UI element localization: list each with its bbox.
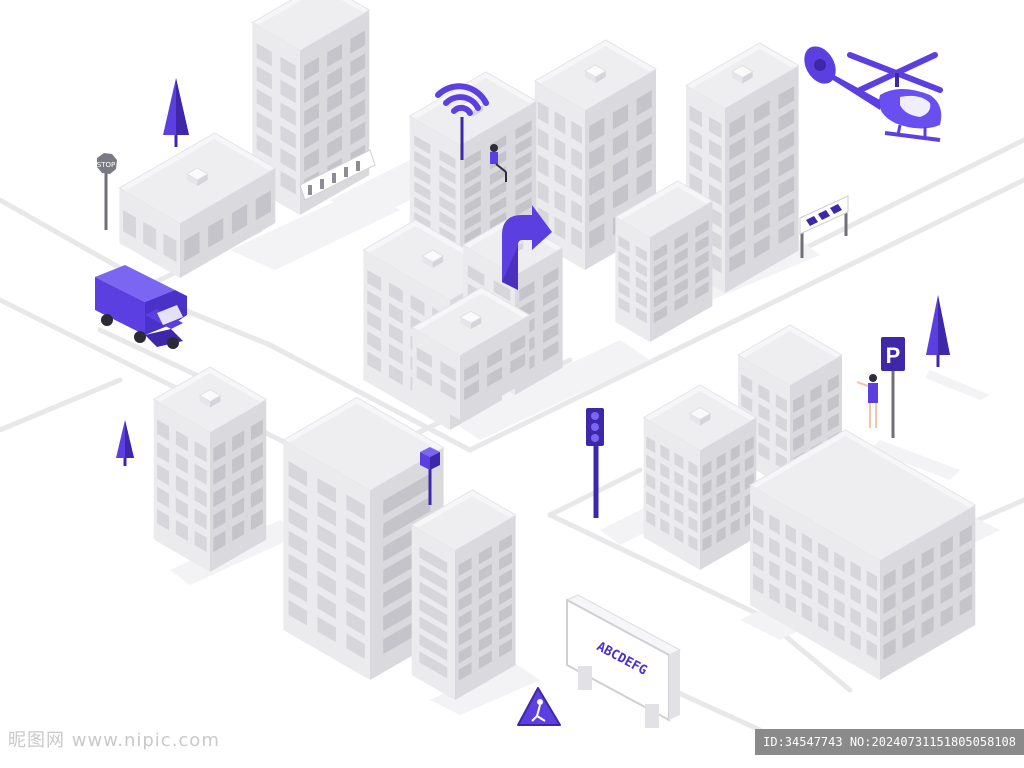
stop-sign-text: STOP	[97, 161, 115, 169]
arrow-turn-icon	[502, 205, 552, 290]
helicopter-icon	[804, 46, 943, 142]
watermark-left: 昵图网 www.nipic.com	[8, 730, 220, 751]
building-small-mid	[614, 180, 714, 342]
awning	[299, 149, 376, 201]
tree-icon	[163, 78, 189, 147]
building-grid-right	[642, 384, 758, 570]
parking-sign-icon: P	[881, 337, 905, 438]
person-standing	[856, 374, 878, 428]
person-on-roof	[490, 144, 507, 182]
buildings	[118, 0, 977, 700]
building-lower-left	[152, 366, 268, 572]
building-wide-lower	[282, 396, 445, 680]
roadwork-sign-icon	[517, 687, 561, 726]
parking-letter: P	[886, 343, 901, 368]
watermark-right: ID:34547743 NO:20240731151805058108	[755, 729, 1024, 755]
roof-marker	[420, 447, 440, 505]
truck-icon	[95, 265, 187, 349]
building-solar	[533, 39, 658, 270]
building-central-front	[411, 286, 531, 420]
tree-icon	[116, 420, 134, 466]
traffic-light-icon	[586, 408, 604, 518]
details: STOP P	[95, 46, 950, 728]
chevron-barrier-icon	[799, 195, 849, 258]
building-annex-lower	[410, 489, 517, 700]
building-shop-left	[118, 132, 277, 278]
tree-icon	[926, 295, 950, 367]
stop-sign-icon: STOP	[97, 153, 117, 230]
wifi-icon	[435, 83, 489, 160]
building-big-right	[749, 429, 977, 680]
billboard: ABCDEFG	[565, 594, 682, 728]
